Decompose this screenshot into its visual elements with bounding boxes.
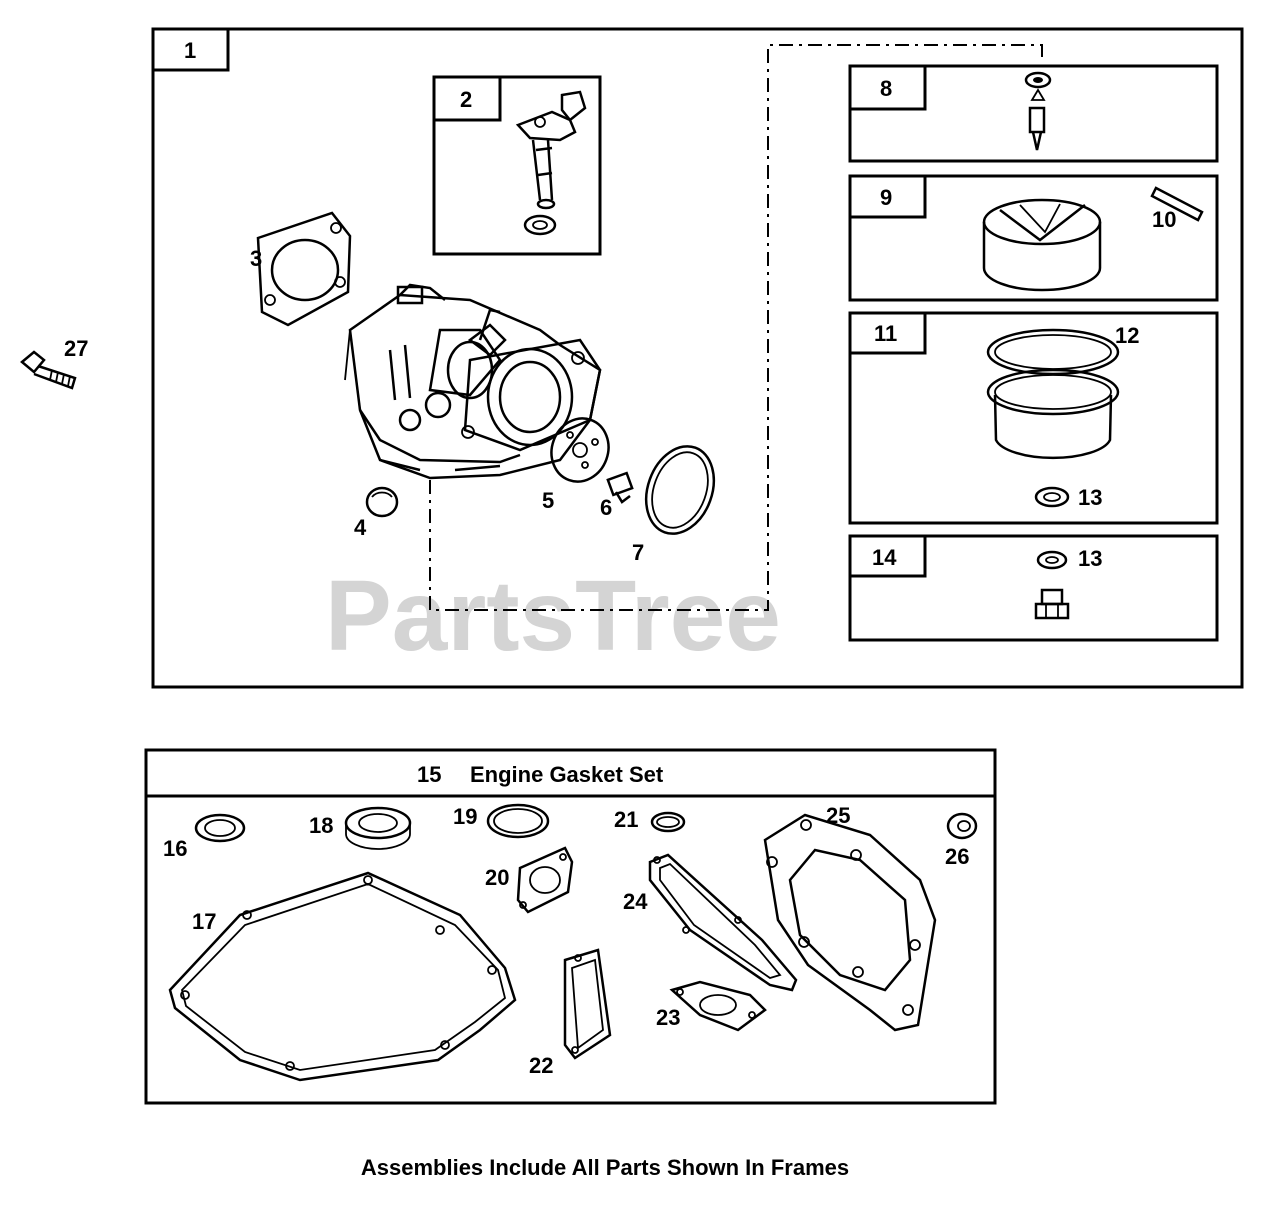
needle-valve-part	[1024, 71, 1052, 151]
carburetor-body-part	[344, 283, 602, 480]
part-19-gasket	[486, 803, 550, 839]
label-part-27: 27	[64, 336, 88, 361]
label-part-6: 6	[600, 495, 612, 520]
subframe-11-tag	[848, 311, 927, 355]
part-24-gasket	[648, 853, 798, 992]
part-18-seal	[344, 806, 412, 850]
main-frame: 1 2 8	[151, 27, 1244, 689]
subframe-2-label: 2	[460, 87, 472, 112]
main-frame-tag	[151, 27, 230, 72]
subframe-14-tag	[848, 534, 927, 578]
label-part-12: 12	[1115, 323, 1139, 348]
gasket-set-border	[144, 748, 997, 1105]
part-5-spacer-plate	[550, 417, 610, 483]
subframe-2-tag	[432, 75, 502, 122]
bowl-nut-part	[1034, 550, 1070, 620]
part-25-head-gasket	[763, 813, 937, 1032]
label-part-4: 4	[354, 515, 367, 540]
subframe-9-tag	[848, 174, 927, 219]
gasket-set-title: Engine Gasket Set	[470, 762, 664, 787]
main-frame-border	[151, 27, 1244, 689]
label-part-17: 17	[192, 909, 216, 934]
label-part-3: 3	[250, 246, 262, 271]
float-bowl-part	[986, 328, 1120, 508]
part-27-bolt	[20, 350, 77, 390]
label-part-16: 16	[163, 836, 187, 861]
subframe-8: 8	[848, 64, 1219, 163]
part-7-oring	[644, 445, 716, 535]
label-part-10: 10	[1152, 207, 1176, 232]
label-part-13-a: 13	[1078, 485, 1102, 510]
assembly-bracket-dashed	[429, 44, 1043, 611]
footer-caption: Assemblies Include All Parts Shown In Fr…	[361, 1155, 849, 1180]
subframe-9-label: 9	[880, 185, 892, 210]
label-part-18: 18	[309, 813, 333, 838]
label-part-13-b: 13	[1078, 546, 1102, 571]
gasket-set-number: 15	[417, 762, 441, 787]
part-16-seal	[194, 813, 246, 843]
label-part-20: 20	[485, 865, 509, 890]
part-21-oring	[650, 811, 686, 833]
float-part	[982, 198, 1102, 292]
label-part-7: 7	[632, 540, 644, 565]
watermark-brand: PartsTree	[325, 560, 781, 672]
part-4-welch-plug	[365, 486, 399, 518]
label-part-5: 5	[542, 488, 554, 513]
float-pin-part	[1150, 186, 1204, 222]
part-17-gasket	[168, 871, 517, 1082]
subframe-9: 9	[848, 174, 1219, 302]
part-23-gasket	[669, 980, 767, 1032]
subframe-14-label: 14	[872, 545, 897, 570]
subframe-8-tag	[848, 64, 927, 111]
label-part-26: 26	[945, 844, 969, 869]
watermark: PartsTree TM	[325, 555, 945, 672]
subframe-8-label: 8	[880, 76, 892, 101]
part-22-gasket	[563, 948, 612, 1060]
subframe-11: 11	[848, 311, 1219, 525]
label-part-19: 19	[453, 804, 477, 829]
label-part-21: 21	[614, 807, 638, 832]
part-6-screw	[606, 471, 634, 504]
part-26-washer	[946, 812, 978, 840]
gasket-3-part	[256, 211, 352, 327]
part-20-gasket	[516, 846, 574, 914]
gasket-set-frame: 15 Engine Gasket Set	[144, 748, 997, 1105]
assembly-label-1: 1	[184, 38, 196, 63]
subframe-11-label: 11	[874, 321, 897, 346]
label-part-25: 25	[826, 803, 850, 828]
label-part-24: 24	[623, 889, 648, 914]
subframe-14: 14	[848, 534, 1219, 642]
throttle-shaft-part	[515, 90, 587, 236]
subframe-2: 2	[432, 75, 602, 256]
label-part-22: 22	[529, 1053, 553, 1078]
label-part-23: 23	[656, 1005, 680, 1030]
